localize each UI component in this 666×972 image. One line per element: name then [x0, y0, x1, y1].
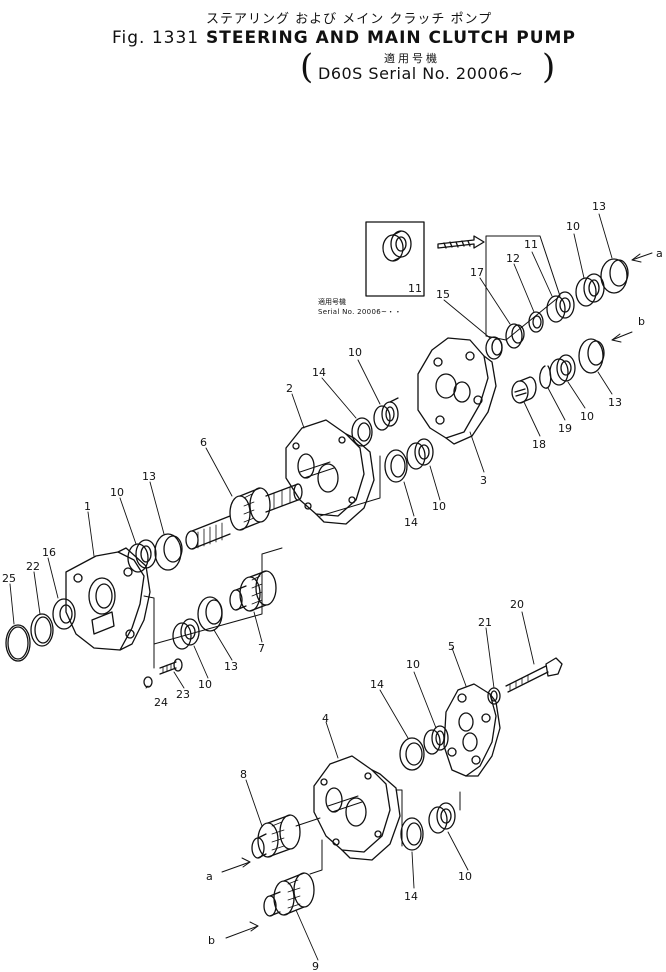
- label-part-1: 1: [84, 500, 91, 513]
- label-part-18: 18: [532, 438, 546, 451]
- callout-arrows: [221, 252, 653, 939]
- label-part-10-top: 10: [566, 220, 580, 233]
- label-part-8: 8: [240, 768, 247, 781]
- callout-a-top: a: [656, 247, 663, 260]
- inset-applicable-japanese: 適用号機: [318, 298, 346, 306]
- label-part-13-top: 13: [592, 200, 606, 213]
- inset-serial-range: Serial No. 20006~・・: [318, 308, 402, 316]
- inset-box: [365, 221, 425, 297]
- label-part-11: 11: [524, 238, 538, 251]
- part-number-labels: 11 13 10 11 12 17 15 10 13 19 18 3 10 14…: [2, 200, 622, 972]
- label-part-9: 9: [312, 960, 319, 972]
- label-part-7: 7: [258, 642, 265, 655]
- label-part-10-bottom: 10: [458, 870, 472, 883]
- label-part-10-mid: 10: [348, 346, 362, 359]
- label-part-21: 21: [478, 616, 492, 629]
- figure-number: Fig. 1331: [112, 28, 200, 48]
- label-part-15: 15: [436, 288, 450, 301]
- label-part-23: 23: [176, 688, 190, 701]
- leader-lines: [9, 213, 613, 961]
- label-part-19: 19: [558, 422, 572, 435]
- label-part-4: 4: [322, 712, 329, 725]
- label-part-2: 2: [286, 382, 293, 395]
- label-part-13-lower: 13: [224, 660, 238, 673]
- label-part-25: 25: [2, 572, 16, 585]
- cover-plate-5: [443, 683, 501, 777]
- housing-1: [65, 547, 155, 669]
- callout-a-bottom: a: [206, 870, 213, 883]
- label-part-10-left: 10: [110, 486, 124, 499]
- label-part-11-inset: 11: [408, 282, 422, 295]
- callout-b-top: b: [638, 315, 645, 328]
- cover-plate-3: [417, 337, 497, 445]
- label-part-17: 17: [470, 266, 484, 279]
- label-part-12: 12: [506, 252, 520, 265]
- label-part-14-plate: 14: [404, 516, 418, 529]
- label-part-13-right: 13: [608, 396, 622, 409]
- gear-case-4: [313, 755, 401, 861]
- label-part-14-cover: 14: [370, 678, 384, 691]
- label-part-10-cover: 10: [406, 658, 420, 671]
- label-part-5: 5: [448, 640, 455, 653]
- label-part-3: 3: [480, 474, 487, 487]
- applicable-japanese: 適用号機: [384, 52, 440, 65]
- drive-shaft-6: [185, 483, 303, 550]
- serial-range: D60S Serial No. 20006~: [318, 64, 524, 83]
- title-japanese: ステアリング および メイン クラッチ ポンプ: [206, 12, 493, 27]
- gear-9: [263, 839, 323, 917]
- serial-paren-open: (: [300, 47, 314, 87]
- gear-8: [251, 814, 321, 859]
- label-part-13-left: 13: [142, 470, 156, 483]
- label-part-6: 6: [200, 436, 207, 449]
- label-part-14-bottom: 14: [404, 890, 418, 903]
- upper-right-stack: [485, 258, 629, 404]
- hatched-arrow-icon: [437, 235, 485, 249]
- driven-gear-7: [229, 570, 277, 612]
- label-part-10-plate: 10: [432, 500, 446, 513]
- gear-case-2: [285, 419, 375, 525]
- label-part-22: 22: [26, 560, 40, 573]
- title-english: STEERING AND MAIN CLUTCH PUMP: [206, 28, 576, 48]
- label-part-14-mid: 14: [312, 366, 326, 379]
- label-part-16: 16: [42, 546, 56, 559]
- callout-letters: a b a b: [206, 247, 663, 947]
- label-part-24: 24: [154, 696, 168, 709]
- label-part-10-lower: 10: [198, 678, 212, 691]
- label-part-20: 20: [510, 598, 524, 611]
- callout-b-bottom: b: [208, 934, 215, 947]
- label-part-10-right: 10: [580, 410, 594, 423]
- serial-paren-close: ): [542, 47, 556, 87]
- bolt-20: [505, 657, 563, 693]
